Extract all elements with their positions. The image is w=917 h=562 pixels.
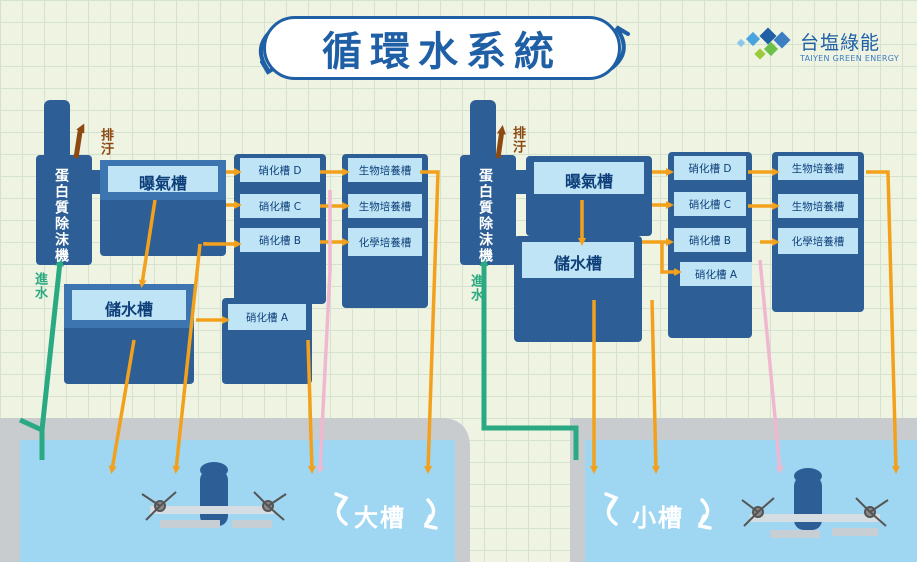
brand-name: 台塩綠能 [800, 32, 881, 54]
page-title: 循環水系統 [322, 29, 562, 75]
small-culture-tanks [772, 152, 864, 312]
large-intake-line [18, 257, 65, 460]
small-water-flows [578, 168, 900, 474]
large-culture-2: 生物培養槽 [358, 201, 412, 213]
large-nitrification-a: 硝化槽 A [245, 312, 289, 324]
large-storage-label: 儲水槽 [104, 300, 153, 319]
circular-arrow-icon [604, 492, 712, 530]
large-drain-line [73, 123, 85, 159]
small-drain-line [495, 125, 506, 159]
large-culture-tanks [342, 154, 428, 308]
small-aeration-tank [526, 156, 652, 236]
large-protein-skimmer [36, 100, 102, 265]
large-culture-1: 生物培養槽 [358, 165, 412, 177]
small-storage-label: 儲水槽 [553, 254, 602, 273]
large-nitrification-c: 硝化槽 C [258, 201, 302, 213]
small-pool [570, 418, 917, 562]
large-aeration-tank [100, 160, 226, 256]
large-chem-culture: 化學培養槽 [358, 237, 412, 249]
large-skimmer-label: 蛋白質除沫機 [53, 168, 69, 264]
small-nitrification-tanks [668, 152, 752, 338]
brand-tagline: TAIYEN GREEN ENERGY [800, 54, 900, 63]
small-nitrification-b: 硝化槽 B [688, 235, 732, 247]
large-pool-label: 大槽 [354, 504, 406, 532]
small-storage-tank [514, 236, 642, 342]
large-aeration-label: 曝氣槽 [138, 174, 187, 193]
small-aeration-label: 曝氣槽 [564, 172, 613, 191]
large-water-flows [108, 168, 440, 474]
small-aerator [741, 468, 889, 538]
small-chem-culture: 化學培養槽 [791, 236, 845, 248]
small-protein-skimmer [460, 100, 526, 265]
large-nitrification-b: 硝化槽 B [258, 235, 302, 247]
small-nitrification-c: 硝化槽 C [688, 199, 732, 211]
large-drain-label: 排汙 [98, 128, 113, 156]
large-nitrification-tanks [222, 154, 326, 384]
small-nitrification-a: 硝化槽 A [694, 269, 738, 281]
large-storage-tank [64, 284, 194, 384]
large-nitrification-d: 硝化槽 D [258, 165, 302, 177]
small-nitrification-d: 硝化槽 D [688, 163, 732, 175]
large-return-line [316, 190, 332, 474]
small-skimmer-label: 蛋白質除沫機 [477, 168, 493, 264]
small-pool-label: 小槽 [632, 504, 684, 532]
brand-logo-icon [736, 27, 791, 60]
small-intake-label: 進水 [468, 274, 483, 302]
small-intake-line [479, 257, 579, 460]
small-culture-2: 生物培養槽 [791, 201, 845, 213]
large-aerator [141, 462, 287, 528]
small-culture-1: 生物培養槽 [791, 163, 845, 175]
circular-arrow-icon [334, 492, 438, 530]
small-drain-label: 排汙 [510, 126, 525, 154]
large-intake-label: 進水 [32, 272, 47, 300]
small-return-line [758, 259, 784, 474]
large-pool [0, 418, 470, 562]
title-box [263, 16, 621, 80]
